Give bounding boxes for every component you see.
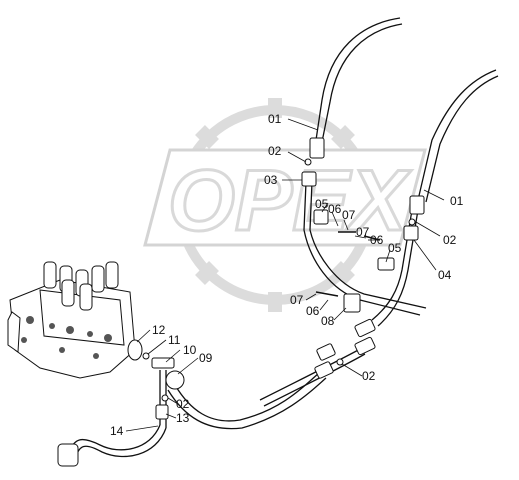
callout-02b: 02 xyxy=(443,233,457,247)
callout-03: 03 xyxy=(264,173,278,187)
callout-07c: 07 xyxy=(290,293,304,307)
control-valve-block xyxy=(7,261,136,379)
fitting-upper-left xyxy=(309,137,325,159)
o-ring-02b xyxy=(408,218,416,226)
fitting-04 xyxy=(403,225,419,241)
fitting-hose-end xyxy=(314,361,334,379)
o-ring-11 xyxy=(142,352,150,360)
watermark-text: OPEX xyxy=(168,153,412,249)
callout-12: 12 xyxy=(152,323,166,337)
fitting-upper-right xyxy=(409,195,425,215)
o-ring-02d xyxy=(336,358,344,366)
callout-07b: 07 xyxy=(356,225,370,239)
fitting-13 xyxy=(155,404,169,420)
callout-09: 09 xyxy=(199,351,213,365)
callout-08: 08 xyxy=(321,314,335,328)
callout-11: 11 xyxy=(168,333,181,347)
bracket-05a xyxy=(313,209,329,225)
fitting-12 xyxy=(127,339,143,361)
watermark: OPEX xyxy=(143,98,427,312)
flange-14 xyxy=(57,443,79,467)
callout-02d: 02 xyxy=(362,369,376,383)
callout-labels: 01 02 03 05 06 07 07 06 05 01 02 04 07 0… xyxy=(110,112,464,438)
callout-10: 10 xyxy=(183,343,197,357)
callout-14: 14 xyxy=(110,424,124,438)
fitting-swivel xyxy=(316,343,336,361)
callout-05b: 05 xyxy=(388,241,402,255)
bolt-07c xyxy=(315,291,339,297)
fitting-mid-right xyxy=(354,318,376,338)
callout-13: 13 xyxy=(176,411,190,425)
callout-01b: 01 xyxy=(450,194,464,208)
callout-04: 04 xyxy=(438,268,452,282)
callout-07a: 07 xyxy=(342,208,356,222)
leader-lines xyxy=(125,118,445,432)
fittings xyxy=(57,137,425,467)
callout-06a: 06 xyxy=(328,202,342,216)
callout-01a: 01 xyxy=(268,112,282,126)
bracket-05b xyxy=(377,257,395,271)
o-ring-02a xyxy=(304,158,312,166)
fitting-mid-lower xyxy=(354,336,376,356)
callout-05a: 05 xyxy=(315,197,329,211)
callout-02c: 02 xyxy=(176,397,190,411)
bolt-07b xyxy=(363,235,381,241)
fitting-10 xyxy=(151,357,175,369)
watermark-banner xyxy=(143,148,427,247)
callout-06c: 06 xyxy=(306,304,320,318)
fitting-09 xyxy=(165,370,185,390)
callout-06b: 06 xyxy=(370,233,384,247)
o-ring-02c xyxy=(161,394,169,402)
callout-02a: 02 xyxy=(268,144,282,158)
fitting-03 xyxy=(301,171,317,187)
bracket-08 xyxy=(343,293,361,313)
